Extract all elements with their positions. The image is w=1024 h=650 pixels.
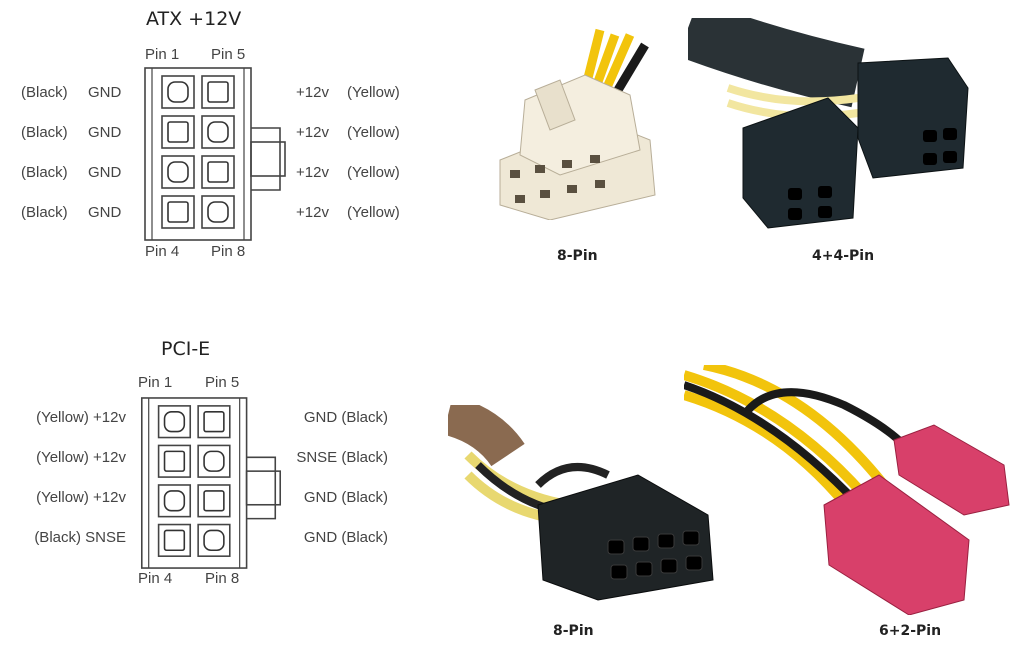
pin-cavity <box>161 195 195 229</box>
pin-cavity <box>161 155 195 189</box>
latch-tab <box>246 456 277 520</box>
pcie-left-label: (Yellow) +12v <box>36 489 126 506</box>
atx-left-color: (Black) <box>21 204 68 221</box>
pcie-right-label: SNSE (Black) <box>296 449 388 466</box>
pcie-left-label: (Black) SNSE <box>34 529 126 546</box>
atx-connector-diagram <box>144 67 286 241</box>
pin-cavity <box>201 75 235 109</box>
atx-right-signal: +12v <box>296 124 329 141</box>
pcie-right-label: GND (Black) <box>303 409 388 426</box>
connector-body <box>140 397 248 569</box>
atx-right-color: (Yellow) <box>347 84 400 101</box>
pcie-pin1-label: Pin 1 <box>138 374 173 391</box>
atx-pin5-label: Pin 5 <box>211 46 246 63</box>
pin-cavity <box>201 195 235 229</box>
pin-terminal <box>167 161 189 183</box>
pin-terminal <box>203 450 225 472</box>
pin-terminal <box>207 121 229 143</box>
atx-left-signal: GND <box>88 164 122 181</box>
pcie-connector-diagram <box>140 397 282 569</box>
pin-terminal <box>163 490 186 512</box>
pin-cavity <box>197 484 231 518</box>
pin-terminal <box>163 411 186 433</box>
pin-cavity <box>161 115 195 149</box>
pcie-pin8-label: Pin 8 <box>205 570 240 587</box>
pcie-6plus2-connector-photo <box>684 365 1010 615</box>
atx-left-color: (Black) <box>21 164 68 181</box>
pcie-6plus2-caption: 6+2-Pin <box>879 623 942 639</box>
pin-terminal <box>207 81 229 103</box>
atx-right-signal: +12v <box>296 84 329 101</box>
pin-terminal <box>203 490 225 512</box>
pcie-8pin-connector-photo <box>448 405 714 601</box>
pcie-title: PCI-E <box>161 338 211 360</box>
pin-terminal <box>163 450 186 472</box>
pin-terminal <box>167 201 189 223</box>
atx-left-signal: GND <box>88 204 122 221</box>
atx-left-color: (Black) <box>21 124 68 141</box>
atx-left-color: (Black) <box>21 84 68 101</box>
atx-pin4-label: Pin 4 <box>145 243 180 260</box>
atx-4plus4-connector-photo <box>688 18 969 229</box>
pin-cavity <box>201 155 235 189</box>
pin-terminal <box>203 411 225 433</box>
pin-cavity <box>197 523 231 557</box>
atx-right-color: (Yellow) <box>347 124 400 141</box>
atx-right-color: (Yellow) <box>347 164 400 181</box>
atx-8pin-connector-photo <box>499 28 656 220</box>
pcie-pin4-label: Pin 4 <box>138 570 173 587</box>
latch-clip <box>250 141 286 177</box>
atx-8pin-caption: 8-Pin <box>557 248 598 264</box>
atx-pin1-label: Pin 1 <box>145 46 180 63</box>
latch-clip <box>245 470 282 506</box>
pin-cavity <box>161 75 195 109</box>
atx-left-signal: GND <box>88 84 122 101</box>
pin-terminal <box>167 81 189 103</box>
pin-cavity <box>197 444 231 478</box>
pin-cavity <box>201 115 235 149</box>
pin-cavity <box>157 444 192 478</box>
pcie-left-label: (Yellow) +12v <box>36 449 126 466</box>
pin-terminal <box>167 121 189 143</box>
pcie-left-label: (Yellow) +12v <box>36 409 126 426</box>
pin-cavity <box>197 405 231 439</box>
pin-terminal <box>163 529 186 552</box>
pin-cavity <box>157 484 192 518</box>
pcie-pin5-label: Pin 5 <box>205 374 240 391</box>
pin-cavity <box>157 405 192 439</box>
atx-4plus4-caption: 4+4-Pin <box>812 248 875 264</box>
atx-right-signal: +12v <box>296 164 329 181</box>
atx-left-signal: GND <box>88 124 122 141</box>
pin-terminal <box>207 201 229 223</box>
atx-right-signal: +12v <box>296 204 329 221</box>
latch-tab <box>251 127 281 191</box>
atx-right-color: (Yellow) <box>347 204 400 221</box>
atx-pin8-label: Pin 8 <box>211 243 246 260</box>
pin-terminal <box>203 529 225 552</box>
atx-title: ATX +12V <box>146 8 242 30</box>
connector-body <box>144 67 252 241</box>
pcie-right-label: GND (Black) <box>303 489 388 506</box>
pcie-right-label: GND (Black) <box>303 529 388 546</box>
pcie-8pin-caption: 8-Pin <box>553 623 594 639</box>
pin-terminal <box>207 161 229 183</box>
pin-cavity <box>157 523 192 557</box>
